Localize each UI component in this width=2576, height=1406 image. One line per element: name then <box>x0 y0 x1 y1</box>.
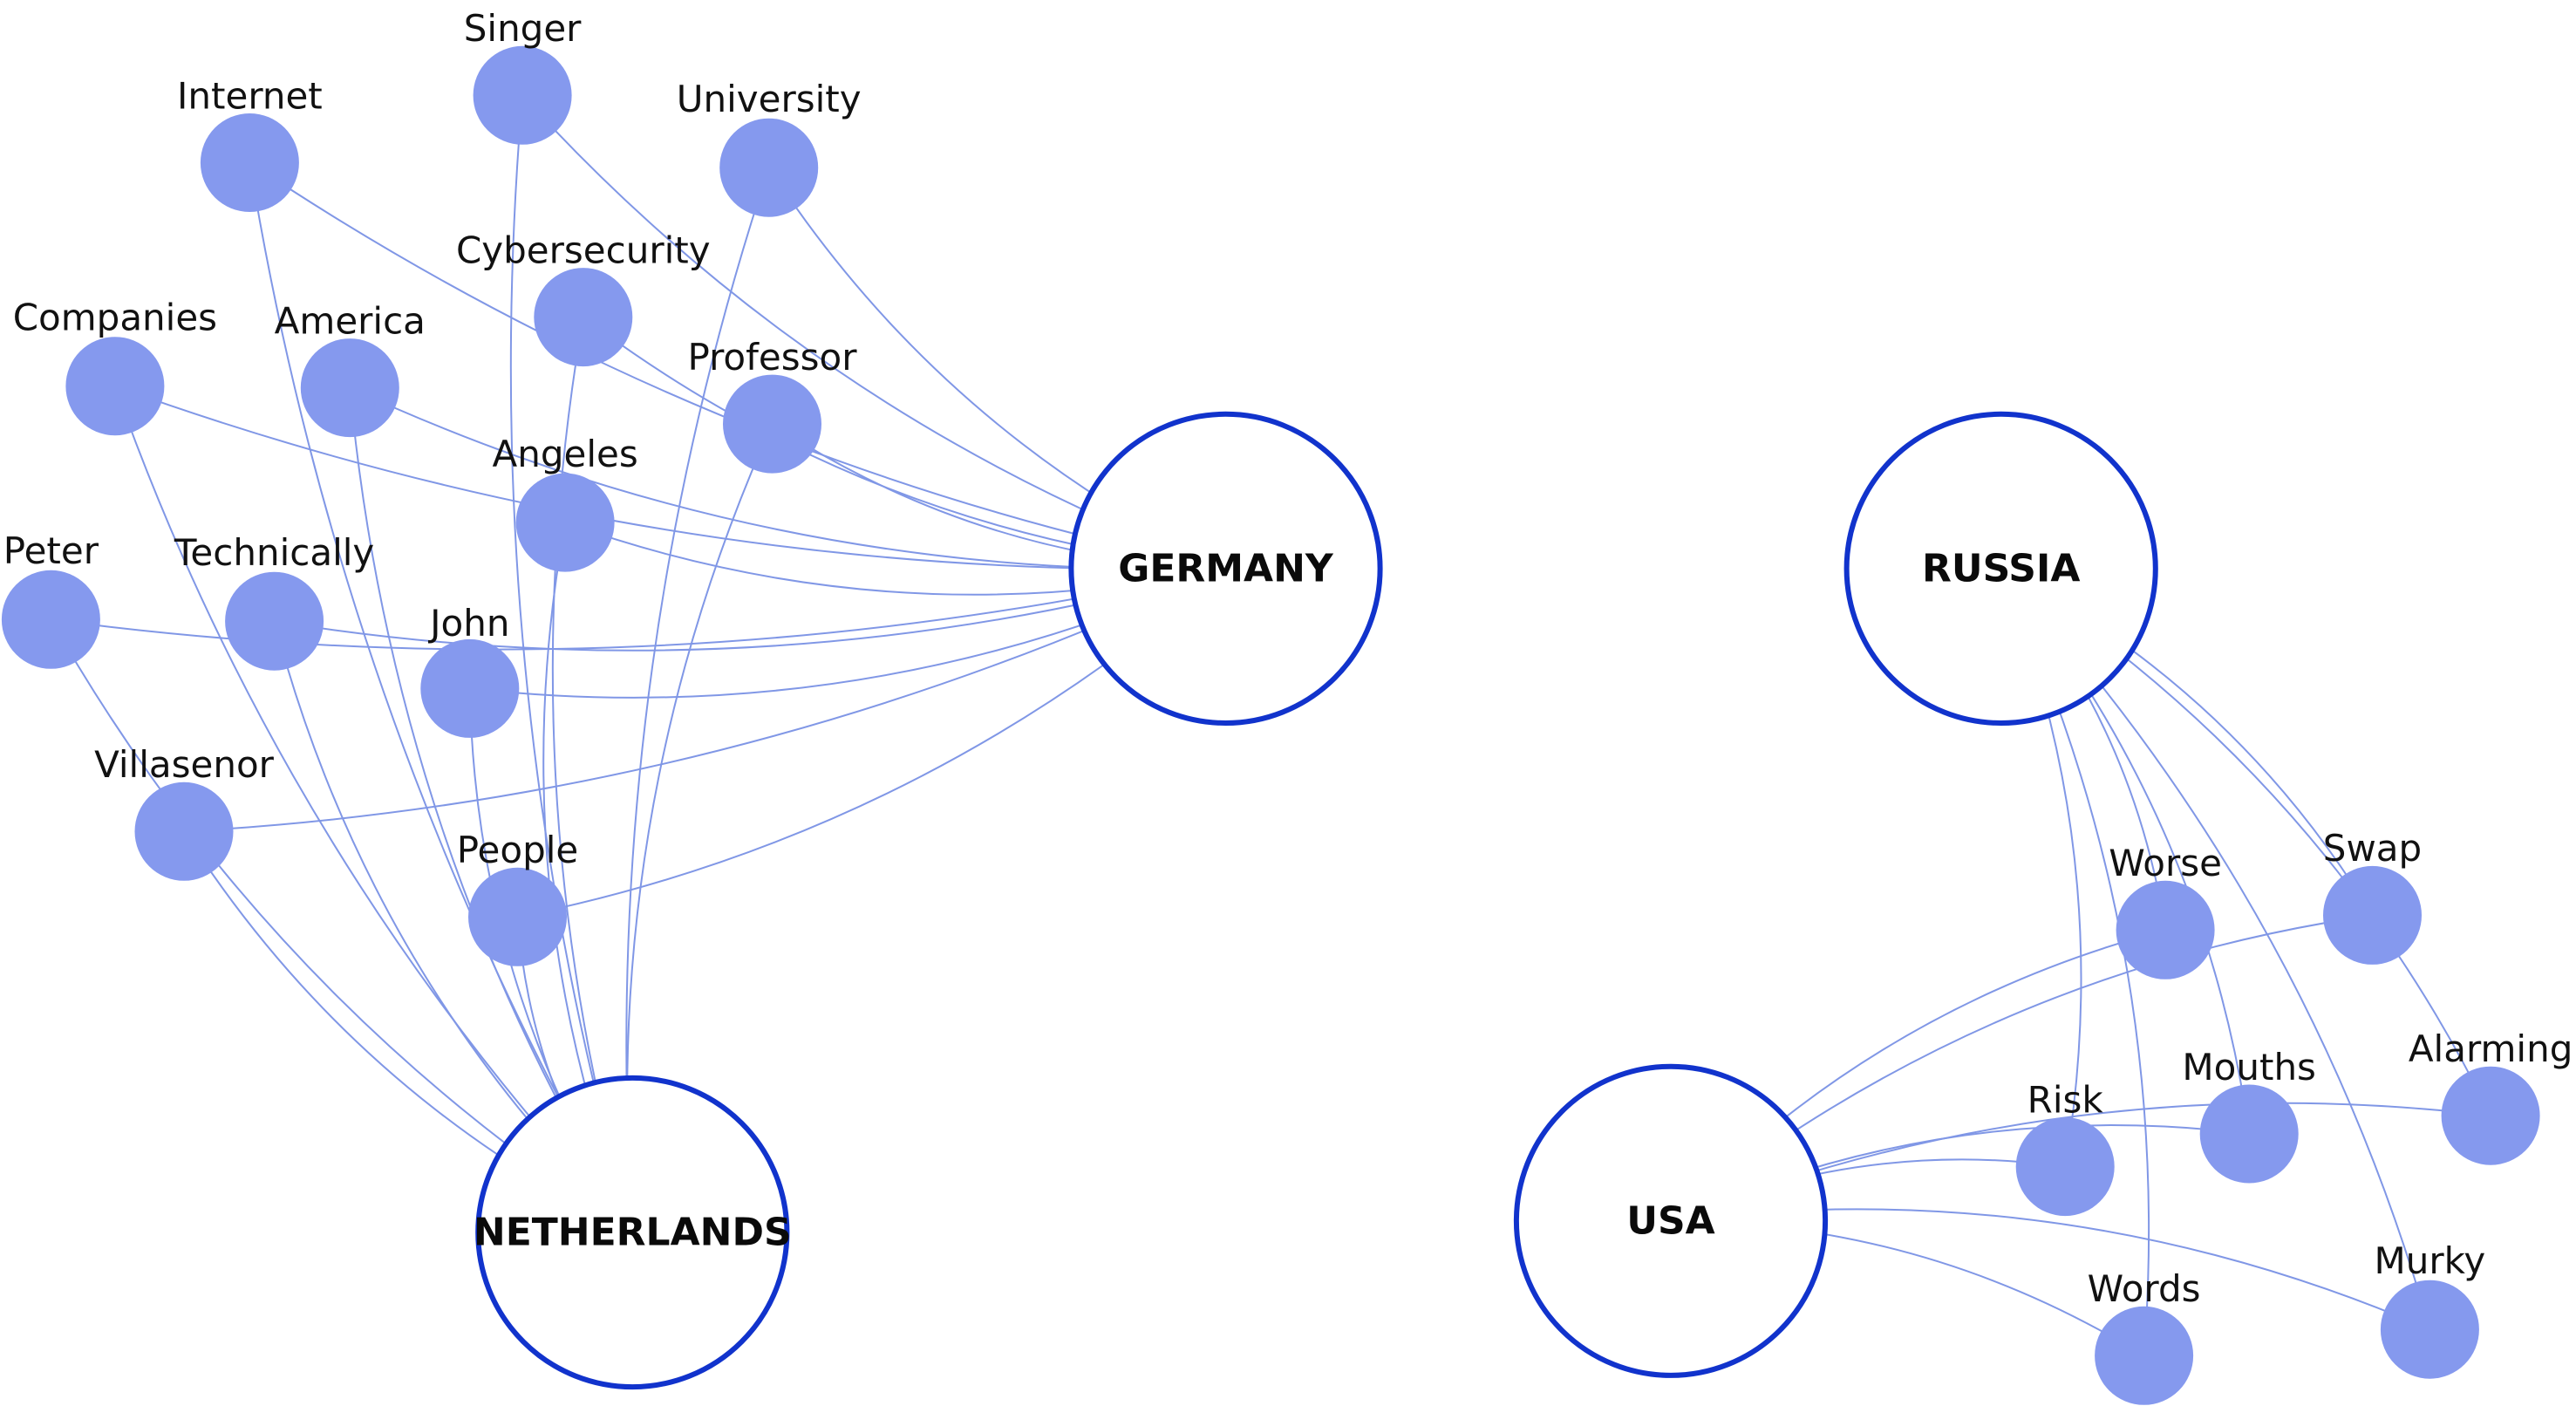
label-words: Words <box>2088 1267 2201 1310</box>
node-john <box>420 638 520 738</box>
edge-internet-germany <box>249 161 1226 570</box>
label-technically: Technically <box>174 531 374 574</box>
label-america: America <box>275 300 426 343</box>
label-people: People <box>457 829 579 871</box>
node-cybersecurity <box>534 268 633 367</box>
label-peter: Peter <box>3 529 99 572</box>
label-swap: Swap <box>2323 827 2422 870</box>
label-usa: USA <box>1626 1198 1714 1243</box>
node-words <box>2095 1306 2194 1405</box>
node-murky <box>2380 1280 2479 1379</box>
edge-companies-germany <box>114 385 1226 570</box>
label-germany: GERMANY <box>1118 546 1334 590</box>
node-singer <box>473 45 572 145</box>
label-murky: Murky <box>2374 1239 2485 1282</box>
edge-internet-netherlands <box>249 162 634 1233</box>
label-netherlands: NETHERLANDS <box>474 1211 792 1255</box>
node-usa <box>1513 1063 1829 1378</box>
nodes-layer <box>1 45 2540 1405</box>
node-companies <box>65 337 165 436</box>
node-worse <box>2116 880 2215 979</box>
node-risk <box>2015 1117 2115 1217</box>
node-villasenor <box>134 781 234 881</box>
label-companies: Companies <box>13 297 217 339</box>
node-university <box>719 118 819 217</box>
node-technically <box>225 571 324 671</box>
node-internet <box>200 113 299 212</box>
node-angeles <box>515 473 615 572</box>
label-alarming: Alarming <box>2409 1027 2573 1070</box>
node-russia <box>1843 411 2158 727</box>
label-worse: Worse <box>2109 842 2222 884</box>
label-angeles: Angeles <box>492 433 637 475</box>
node-peter <box>1 570 100 669</box>
label-singer: Singer <box>464 7 582 50</box>
edge-villasenor-germany <box>183 567 1226 833</box>
node-america <box>300 338 399 438</box>
label-university: University <box>677 78 862 120</box>
label-mouths: Mouths <box>2182 1046 2316 1089</box>
node-people <box>468 867 567 966</box>
edge-university-netherlands <box>625 167 770 1233</box>
node-swap <box>2323 865 2422 965</box>
node-netherlands <box>475 1075 790 1390</box>
label-villasenor: Villasenor <box>94 743 275 786</box>
edges-layer <box>50 94 2491 1357</box>
edge-peter-germany <box>51 567 1226 651</box>
label-russia: RUSSIA <box>1922 546 2080 590</box>
node-professor <box>723 374 821 474</box>
edge-singer-netherlands <box>509 95 634 1233</box>
node-alarming <box>2441 1066 2540 1165</box>
node-germany <box>1068 411 1383 727</box>
label-risk: Risk <box>2027 1079 2104 1122</box>
label-professor: Professor <box>688 336 858 379</box>
label-john: John <box>427 602 509 645</box>
label-cybersecurity: Cybersecurity <box>456 229 711 271</box>
node-mouths <box>2199 1084 2299 1184</box>
label-internet: Internet <box>177 74 323 117</box>
